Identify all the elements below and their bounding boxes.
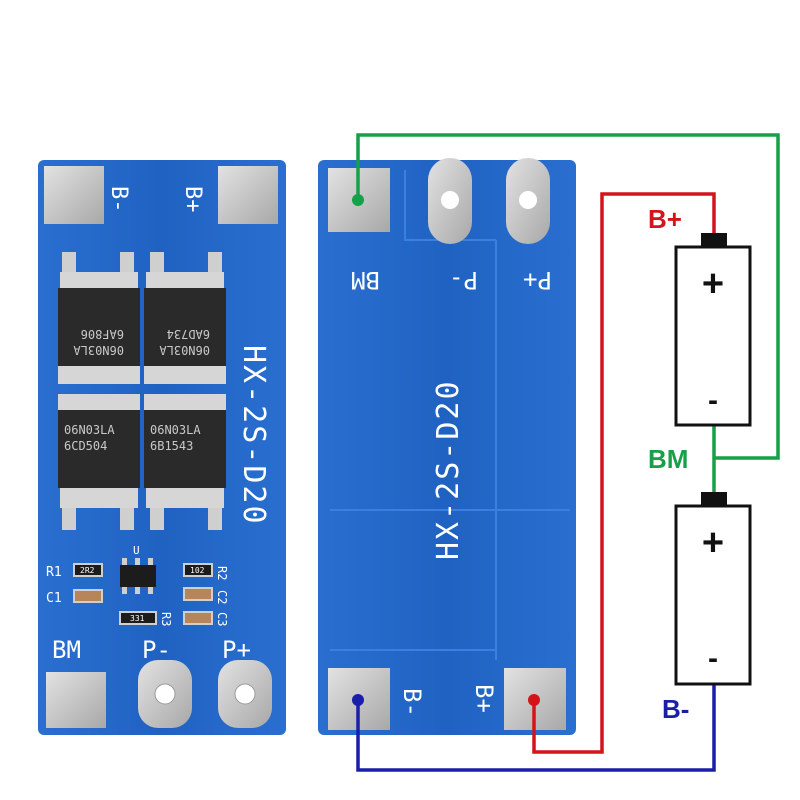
resistor-r2 <box>183 563 213 577</box>
right-pcb <box>318 160 576 735</box>
right-model-label: HX-2S-D20 <box>431 379 466 560</box>
right-board: BM P- P+ HX-2S-D20 B- B+ <box>318 158 576 735</box>
right-b-minus-label: B- <box>398 688 426 717</box>
bm-wire <box>356 133 780 460</box>
left-p-plus-label: P+ <box>222 636 251 664</box>
battery-bottom: + - <box>674 492 752 686</box>
r3-label: R3 <box>159 612 173 626</box>
c1-label: C1 <box>46 591 62 606</box>
mosfet-4 <box>144 410 226 488</box>
left-b-plus-label: B+ <box>180 186 205 213</box>
mosfet-3-marking-2: 6CD504 <box>64 439 107 453</box>
b-plus-wire <box>532 192 716 754</box>
left-p-minus-label: P- <box>142 636 171 664</box>
c3-label: C3 <box>215 612 229 626</box>
b-minus-wire-end <box>352 694 364 706</box>
battery-top-minus: - <box>708 384 718 417</box>
b-plus-wire-label: B+ <box>648 204 682 234</box>
resistor-r3-code: 331 <box>130 614 145 623</box>
mosfet-3 <box>58 410 140 488</box>
resistor-r1-code: 2R2 <box>80 566 95 575</box>
battery-bottom-plus: + <box>702 522 724 564</box>
b-minus-wire <box>356 684 716 772</box>
battery-top: + - <box>674 233 752 427</box>
left-bm-pad <box>46 672 106 728</box>
left-b-plus-pad <box>218 166 278 224</box>
mosfet-2 <box>144 288 226 366</box>
resistor-r1 <box>73 563 103 577</box>
right-bm-label: BM <box>351 266 380 294</box>
r1-label: R1 <box>46 565 62 580</box>
left-b-minus-label: B- <box>106 186 131 213</box>
resistor-r2-code: 102 <box>190 566 205 575</box>
bm-wire-end <box>352 194 364 206</box>
c2-label: C2 <box>215 590 229 604</box>
capacitor-c1 <box>73 589 103 603</box>
mosfet-1-marking-2: 6AF806 <box>81 327 124 341</box>
bm-wire-label: BM <box>648 444 688 474</box>
mosfet-leads <box>62 252 222 530</box>
battery-bottom-minus: - <box>708 642 718 675</box>
ic-u-label: U <box>133 544 140 557</box>
capacitor-c2 <box>183 587 213 601</box>
mosfet-2-marking-1: 06N03LA <box>159 343 210 357</box>
mosfet-1-marking-1: 06N03LA <box>73 343 124 357</box>
mosfet-3-marking-1: 06N03LA <box>64 423 115 437</box>
wiring <box>356 133 780 772</box>
right-p-plus-label: P+ <box>523 266 552 294</box>
mosfet-2-marking-2: 6AD734 <box>167 327 210 341</box>
mosfet-1 <box>58 288 140 366</box>
mosfet-4-marking-1: 06N03LA <box>150 423 201 437</box>
left-board: B- B+ 06N03LA 6AF806 06N <box>38 160 286 735</box>
right-b-plus-label: B+ <box>470 684 498 713</box>
left-bm-label: BM <box>52 636 81 664</box>
capacitor-c3 <box>183 611 213 625</box>
b-minus-wire-label: B- <box>662 694 689 724</box>
resistor-r3 <box>119 611 157 625</box>
left-model-label: HX-2S-D20 <box>236 345 271 526</box>
r2-label: R2 <box>215 566 229 580</box>
mosfet-4-marking-2: 6B1543 <box>150 439 193 453</box>
ic-u <box>120 565 156 587</box>
b-plus-wire-end <box>528 694 540 706</box>
battery-top-plus: + <box>702 263 724 305</box>
left-b-minus-pad <box>44 166 104 224</box>
right-p-minus-label: P- <box>449 266 478 294</box>
